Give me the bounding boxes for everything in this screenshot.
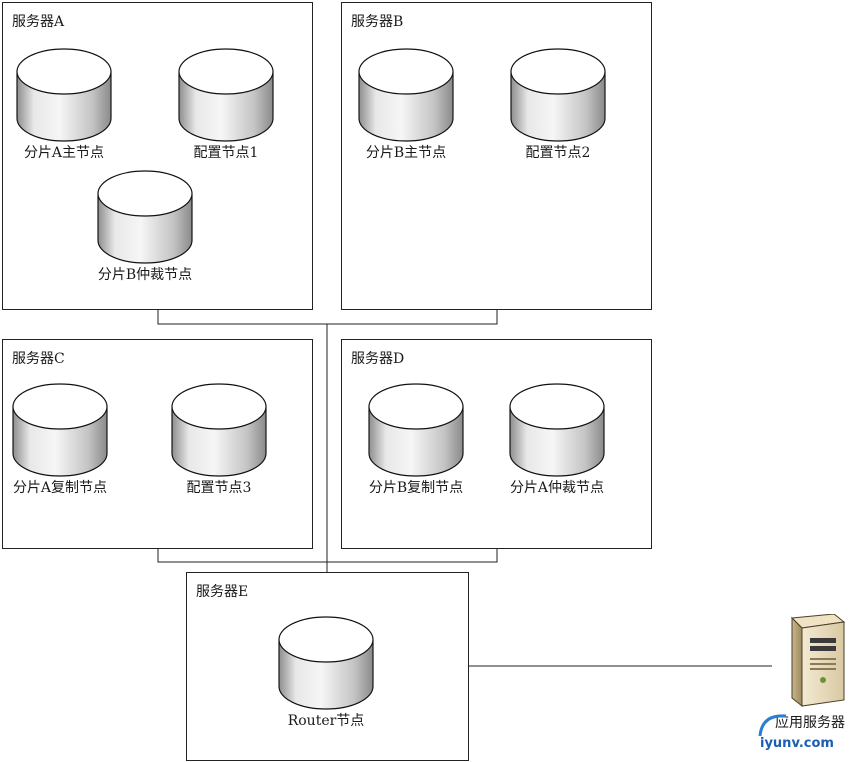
node-label: 分片B仲裁节点	[97, 267, 193, 283]
database-cylinder-icon	[171, 383, 267, 477]
database-cylinder-icon	[178, 48, 274, 142]
database-cylinder-icon	[97, 170, 193, 264]
server-title: 服务器B	[351, 14, 404, 30]
app-server-label: 应用服务器	[775, 715, 845, 731]
node-label: 分片A主节点	[23, 145, 105, 161]
database-cylinder-icon	[12, 383, 108, 477]
db-node-shard-a-replica: 分片A复制节点	[0, 383, 120, 497]
db-node-shard-a-primary: 分片A主节点	[4, 48, 124, 162]
node-label: 配置节点1	[193, 145, 259, 161]
node-label: 配置节点3	[186, 480, 252, 496]
database-cylinder-icon	[358, 48, 454, 142]
node-label: 分片A仲裁节点	[509, 480, 605, 496]
db-node-shard-b-replica: 分片B复制节点	[356, 383, 476, 497]
db-node-config-3: 配置节点3	[159, 383, 279, 497]
watermark-swoosh-icon	[758, 714, 787, 737]
db-node-config-1: 配置节点1	[166, 48, 286, 162]
server-title: 服务器D	[351, 351, 405, 367]
db-node-router: Router节点	[266, 616, 386, 730]
server-title: 服务器E	[196, 584, 249, 600]
connector-a-b	[157, 310, 498, 325]
server-title: 服务器C	[12, 351, 65, 367]
db-node-shard-b-primary: 分片B主节点	[346, 48, 466, 162]
watermark-text: iyunv.com	[760, 736, 834, 751]
node-label: Router节点	[287, 713, 365, 729]
node-label: 分片B主节点	[365, 145, 447, 161]
node-label: 分片B复制节点	[368, 480, 464, 496]
database-cylinder-icon	[510, 48, 606, 142]
server-tower-icon	[790, 614, 846, 708]
database-cylinder-icon	[509, 383, 605, 477]
node-label: 配置节点2	[525, 145, 591, 161]
app-server: 应用服务器	[760, 614, 860, 732]
node-label: 分片A复制节点	[12, 480, 108, 496]
database-cylinder-icon	[16, 48, 112, 142]
server-title: 服务器A	[12, 14, 65, 30]
db-node-shard-b-arbiter: 分片B仲裁节点	[85, 170, 205, 284]
db-node-shard-a-arbiter: 分片A仲裁节点	[497, 383, 617, 497]
database-cylinder-icon	[368, 383, 464, 477]
db-node-config-2: 配置节点2	[498, 48, 618, 162]
database-cylinder-icon	[278, 616, 374, 710]
